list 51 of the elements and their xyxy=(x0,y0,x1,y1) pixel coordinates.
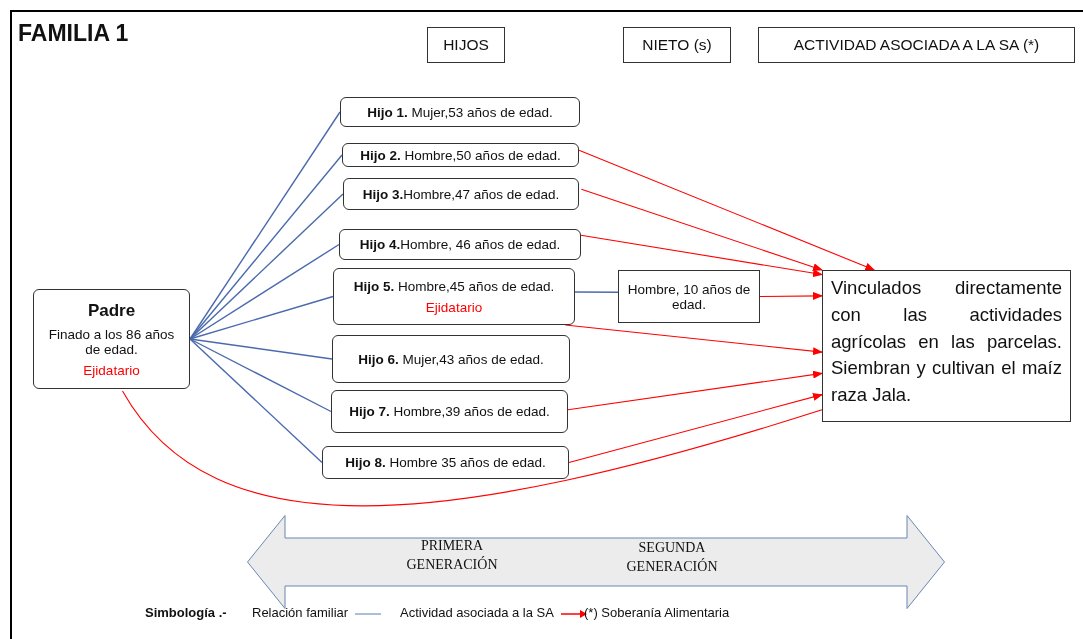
person-box xyxy=(343,178,579,210)
activity-arrow xyxy=(759,291,823,300)
family-line xyxy=(574,291,619,293)
person-description: Finado a los 86 años de edad. xyxy=(47,326,176,357)
family-line xyxy=(189,338,332,413)
activity-arrow xyxy=(580,188,823,271)
legend-text: Actividad asociada a la SA xyxy=(400,605,554,620)
family-line xyxy=(189,338,323,464)
person-box xyxy=(340,97,580,127)
person-description: Hijo 5. Hombre,45 años de edad. xyxy=(353,278,555,294)
legend-note: (*) Soberanía Alimentaria xyxy=(584,605,730,620)
family-line xyxy=(189,243,340,340)
person-description: Hijo 1. Mujer,53 años de edad. xyxy=(367,104,553,120)
role-label: Ejidatario xyxy=(425,299,483,315)
person-description: Hijo 3.Hombre,47 años de edad. xyxy=(362,186,560,202)
legend-title: Simbología .- xyxy=(145,605,227,620)
generation-label: PRIMERA GENERACIÓN xyxy=(405,537,499,574)
person-box xyxy=(331,390,568,433)
activity-arrow xyxy=(580,234,823,278)
activity-box xyxy=(822,270,1071,422)
generation-band xyxy=(247,515,945,609)
person-box xyxy=(339,229,581,260)
person-description: Hijo 6. Mujer,43 años de edad. xyxy=(358,351,544,367)
generation-label: SEGUNDA GENERACIÓN xyxy=(625,539,719,576)
role-label: Ejidatario xyxy=(83,362,140,378)
person-title: Padre xyxy=(87,300,136,321)
person-box xyxy=(333,268,575,325)
person-box xyxy=(33,289,190,389)
person-description: Hijo 7. Hombre,39 años de edad. xyxy=(349,404,550,419)
family-line xyxy=(189,295,334,340)
header-box xyxy=(427,27,505,63)
person-box xyxy=(322,446,569,479)
activity-arrow xyxy=(568,393,823,464)
person-description: Hombre, 10 años de edad. xyxy=(626,281,752,312)
activity-arrow xyxy=(578,149,876,271)
person-box xyxy=(332,335,570,383)
header-box xyxy=(758,27,1075,63)
activity-text: Vinculados directamente con las actividades agrícolas en las parcelas. Siembran y cultivan el maíz raza Jala. xyxy=(830,276,1063,408)
person-box xyxy=(618,270,760,323)
legend-text: Relación familiar xyxy=(252,605,349,620)
column-header: NIETO (s) xyxy=(642,36,712,54)
activity-arrow xyxy=(567,370,823,411)
diagram-title: FAMILIA 1 xyxy=(18,20,129,47)
column-header: ACTIVIDAD ASOCIADA A LA SA (*) xyxy=(793,36,1040,54)
header-box xyxy=(623,27,731,63)
person-description: Hijo 2. Hombre,50 años de edad. xyxy=(360,147,561,163)
person-description: Hijo 4.Hombre, 46 años de edad. xyxy=(359,237,561,252)
person-description: Hijo 8. Hombre 35 años de edad. xyxy=(345,455,546,470)
column-header: HIJOS xyxy=(443,36,489,54)
family-line xyxy=(189,338,333,360)
person-box xyxy=(342,143,579,167)
